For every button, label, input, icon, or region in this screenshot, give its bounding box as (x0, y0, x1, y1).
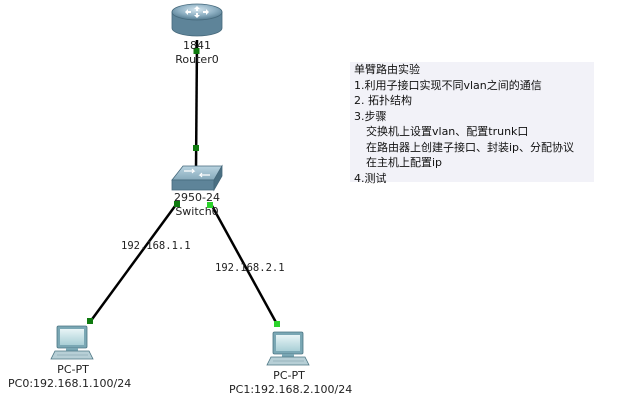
router-icon[interactable] (171, 3, 223, 37)
pc1-type-label: PC-PT (273, 369, 305, 382)
note-line: 3.步骤 (354, 109, 387, 123)
router-name-label[interactable]: Router0 (175, 53, 219, 66)
note-line: 在主机上配置ip (366, 156, 443, 169)
link-switch-pc0[interactable] (88, 201, 180, 323)
pc1-icon[interactable] (266, 331, 310, 366)
port-switch-pc0 (174, 201, 180, 207)
experiment-note[interactable]: 单臂路由实验 1.利用子接口实现不同vlan之间的通信 2. 拓扑结构 3.步骤… (350, 62, 594, 185)
router-model-label: 1841 (183, 39, 211, 52)
port-switch-up (193, 145, 199, 151)
link-label-pc0: 192.168.1.1 (121, 240, 191, 252)
link-label-pc1: 192.168.2.1 (215, 262, 285, 274)
note-line: 在路由器上创建子接口、封装ip、分配协议 (366, 140, 575, 154)
port-router-up (193, 48, 200, 54)
note-line: 2. 拓扑结构 (354, 94, 412, 107)
link-switch-pc1[interactable] (209, 203, 280, 327)
port-pc1 (274, 321, 280, 327)
port-pc0 (87, 318, 93, 324)
switch-model-label: 2950-24 (174, 191, 220, 204)
pc0-icon[interactable] (50, 325, 94, 360)
port-switch-pc1 (207, 202, 213, 208)
pc1-name-label[interactable]: PC1:192.168.2.100/24 (229, 383, 353, 396)
note-line: 交换机上设置vlan、配置trunk口 (366, 125, 529, 138)
switch-name-label[interactable]: Switch0 (175, 205, 219, 218)
note-line: 4.测试 (354, 171, 387, 185)
note-title: 单臂路由实验 (354, 63, 420, 76)
note-line: 1.利用子接口实现不同vlan之间的通信 (354, 78, 542, 92)
switch-icon[interactable] (171, 164, 223, 192)
pc0-name-label[interactable]: PC0:192.168.1.100/24 (8, 377, 132, 390)
pc0-type-label: PC-PT (57, 363, 89, 376)
